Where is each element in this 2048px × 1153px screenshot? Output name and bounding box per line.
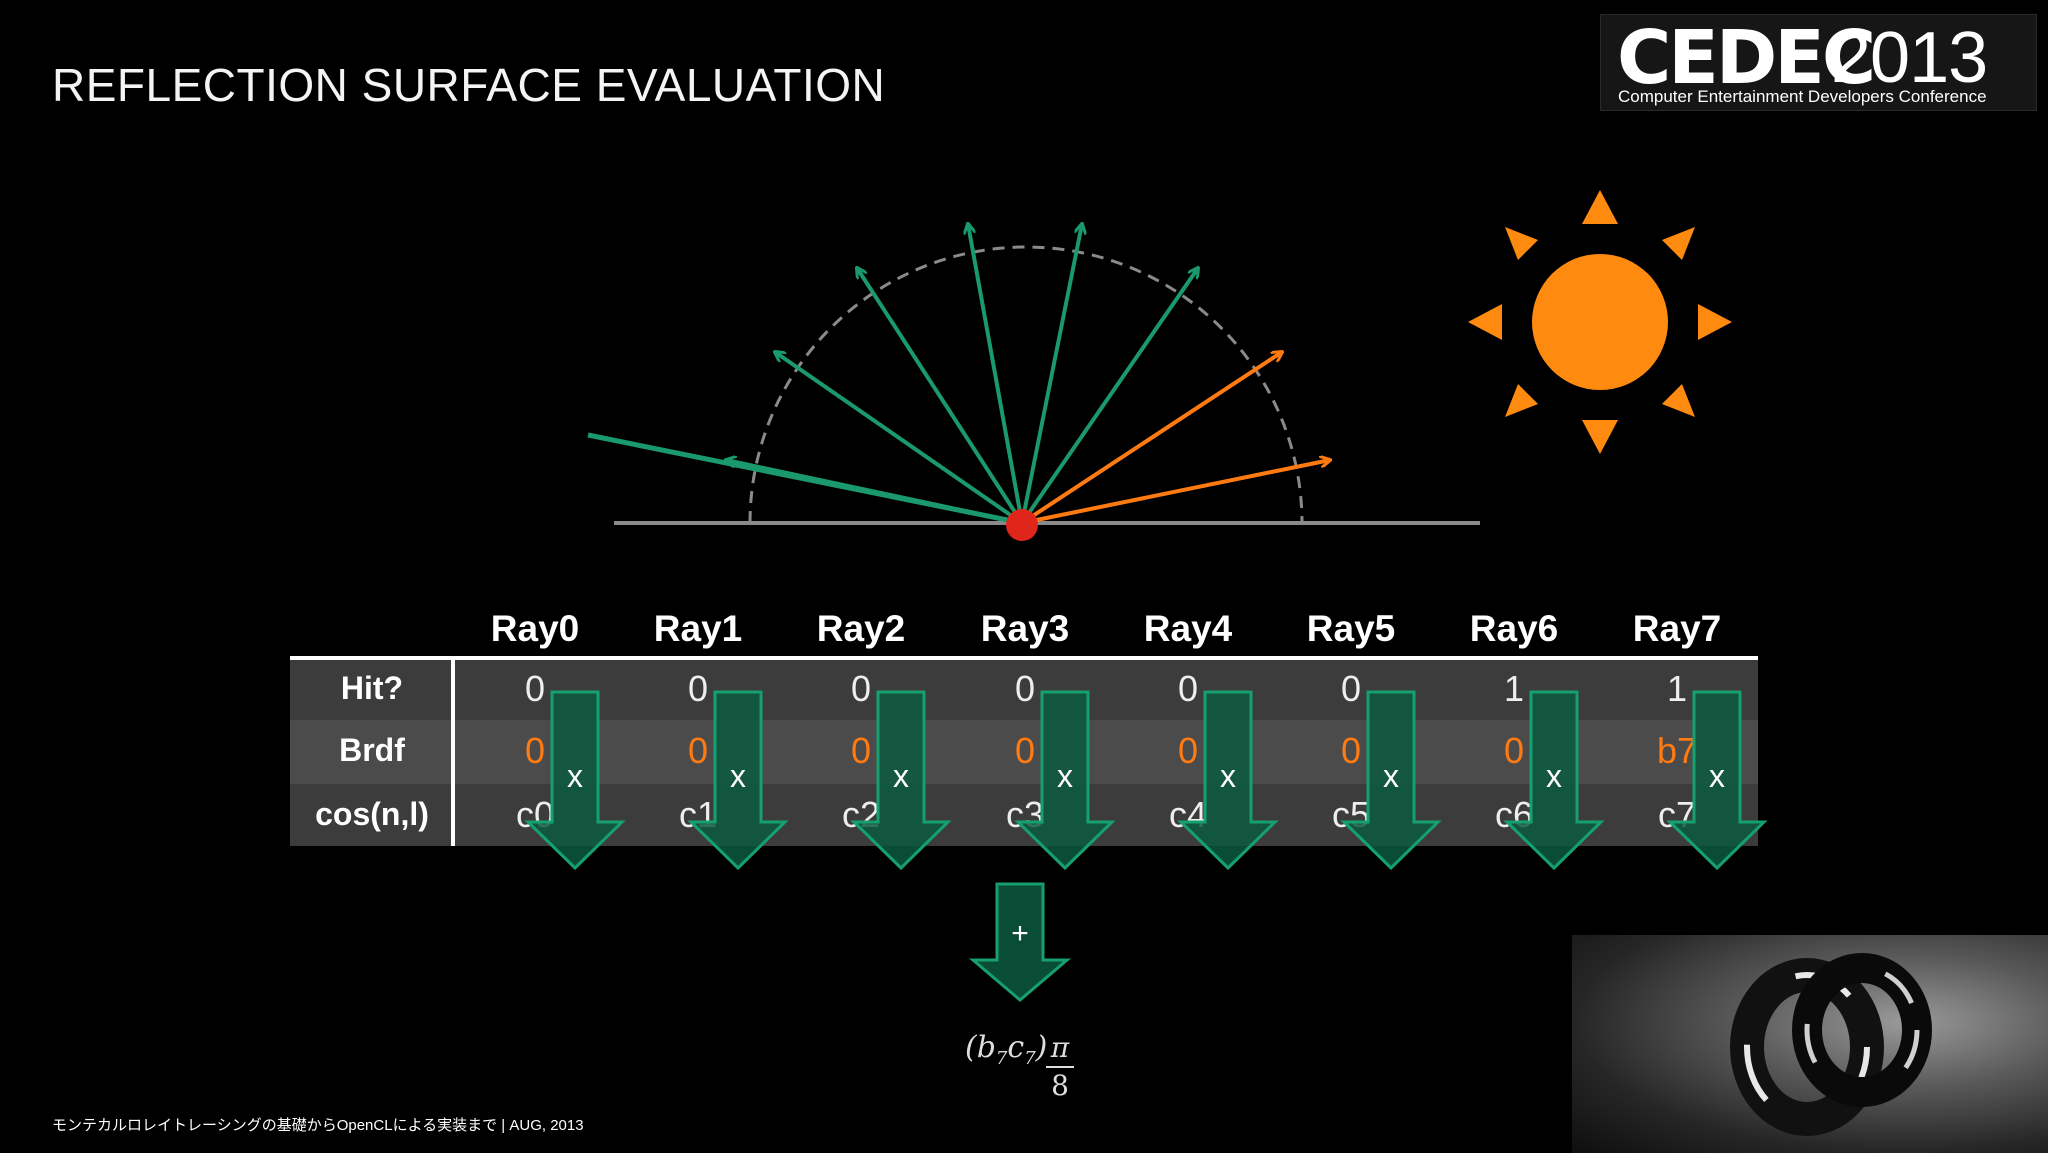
cedec-logo: CEDEC 2013 Computer Entertainment Develo… [1600,14,2037,111]
multiply-arrow [524,690,626,871]
multiply-symbol: x [567,758,583,794]
table-cell: 0 [524,730,546,771]
ray-6 [1020,352,1282,525]
ray-2 [857,268,1024,525]
table-bg-row-0 [290,658,1758,720]
ray-0 [726,460,1023,525]
formula-right: ) [1035,1030,1048,1065]
multiply-arrow [1340,690,1442,871]
table-cell: 0 [1177,668,1199,709]
table-cell: 0 [1503,730,1525,771]
table-cell: 1 [1666,668,1688,709]
table-cell: 0 [524,668,546,709]
multiply-symbol: x [1220,758,1236,794]
column-header: Ray2 [816,608,906,649]
knot-shape [1730,953,1932,1136]
formula-fraction: π 8 [1046,1033,1074,1101]
hemisphere-arc [748,245,1304,524]
table-cell: 1 [1503,668,1525,709]
ray-7 [1021,460,1330,525]
formula-sub-b: 7 [995,1048,1008,1069]
multiply-arrow [1666,690,1768,871]
column-header: Ray4 [1143,608,1233,649]
fraction-denominator: 8 [1051,1069,1069,1102]
multiply-symbol: x [1057,758,1073,794]
ray-1 [775,352,1024,525]
column-header: Ray1 [653,608,743,649]
row-label: Brdf [339,732,405,768]
sum-arrow [968,882,1072,1002]
table-cell: 0 [850,730,872,771]
formula-mid: c [1007,1030,1025,1065]
table-cell: 0 [1340,730,1362,771]
formula-sub-c: 7 [1024,1048,1036,1069]
multiply-symbol: x [1709,758,1725,794]
multiply-symbol: x [1546,758,1562,794]
multiply-arrow [850,690,952,871]
sun-icon [1468,190,1732,454]
multiply-arrow [1014,690,1116,871]
fraction-bar [1046,1066,1074,1068]
column-header: Ray3 [980,608,1070,649]
row-label: cos(n,l) [315,796,429,832]
ray-3 [968,224,1024,524]
table-row-brdf: Brdf 0 0 0 0 0 0 0 b7 [290,720,1758,782]
column-header: Ray7 [1632,608,1722,649]
table-cell: 0 [1014,730,1036,771]
fraction-numerator: π [1050,1031,1070,1064]
multiply-symbol: x [1383,758,1399,794]
multiply-arrow [1177,690,1279,871]
table-bg-row-1 [290,720,1758,784]
multiply-symbol: x [893,758,909,794]
formula-left: (b [965,1030,996,1065]
logo-year: 2013 [1831,18,1988,98]
sum-symbol: + [1011,917,1029,950]
knot-render-image [1572,935,2048,1153]
column-header: Ray0 [490,608,580,649]
hit-point [1006,509,1038,541]
column-header: Ray6 [1469,608,1559,649]
slide-title: REFLECTION SURFACE EVALUATION [52,59,886,111]
table-cell: 0 [1177,730,1199,771]
multiply-arrow [1503,690,1605,871]
table-bg-row-2 [290,784,1758,846]
ray-4 [1020,224,1082,524]
table-cell: 0 [687,668,709,709]
table-cell: 0 [1340,668,1362,709]
column-header: Ray5 [1306,608,1396,649]
table-cell: 0 [1014,668,1036,709]
logo-main-text: CEDEC [1617,15,1876,101]
ray-5 [1020,268,1198,525]
row-label: Hit? [340,670,404,706]
multiply-arrow [687,690,789,871]
multiply-symbol: x [730,758,746,794]
result-formula: (b7c7) [965,1030,1047,1069]
logo-subtitle: Computer Entertainment Developers Confer… [1618,87,1987,106]
table-cell: 0 [687,730,709,771]
table-row-hit: Hit? 0 0 0 0 0 0 1 1 [290,658,1758,720]
table-cell: b7 [1656,730,1698,771]
table-cell: 0 [850,668,872,709]
slide-footer: モンテカルロレイトレーシングの基礎からOpenCLによる実装まで | AUG, … [52,1117,584,1134]
